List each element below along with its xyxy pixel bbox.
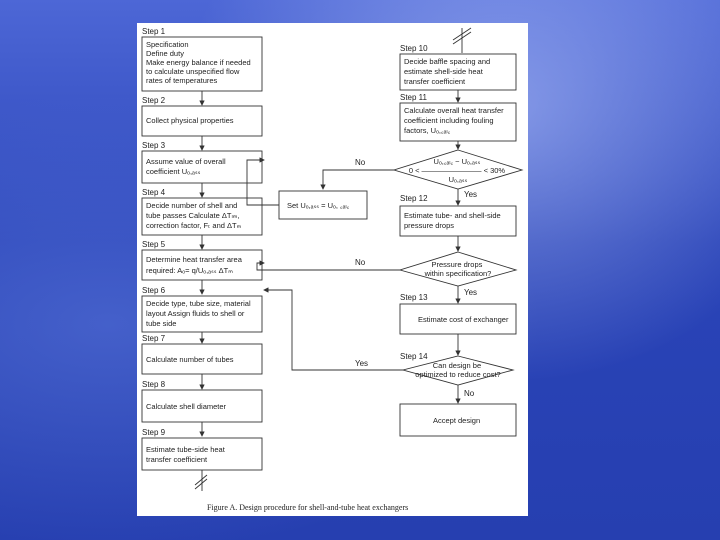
step-11-label: Step 11 — [400, 93, 428, 102]
flowchart: Step 1 Specification Define duty Make en… — [137, 23, 528, 516]
step-2-label: Step 2 — [142, 96, 166, 105]
edge-no-3: No — [464, 389, 475, 398]
step-3-label: Step 3 — [142, 141, 166, 150]
step-8-text: Calculate shell diameter — [146, 402, 227, 411]
step-4-label: Step 4 — [142, 188, 166, 197]
edge-yes-1: Yes — [464, 190, 477, 199]
figure-caption: Figure A. Design procedure for shell-and… — [207, 503, 408, 512]
decision-pressure-text: Pressure drops within specification? — [424, 260, 492, 278]
set-u-text: Set Uₒ,ₐₛₛ = Uₒ, ꜀ₐₗ꜀ — [287, 201, 350, 210]
step-14-label: Step 14 — [400, 352, 428, 361]
edge-yes-3: Yes — [355, 359, 368, 368]
step-5-label: Step 5 — [142, 240, 166, 249]
step-7-text: Calculate number of tubes — [146, 355, 234, 364]
figure-page: Step 1 Specification Define duty Make en… — [137, 23, 528, 516]
accept-design-text: Accept design — [433, 416, 480, 425]
step-10-label: Step 10 — [400, 44, 428, 53]
edge-no-2: No — [355, 258, 366, 267]
step-4-text: Decide number of shell and tube passes C… — [146, 201, 242, 230]
step-8-label: Step 8 — [142, 380, 166, 389]
step-9-box — [142, 438, 262, 470]
step-13-text: Estimate cost of exchanger — [418, 315, 509, 324]
step-1-label: Step 1 — [142, 27, 166, 36]
edge-yes-2: Yes — [464, 288, 477, 297]
step-7-label: Step 7 — [142, 334, 166, 343]
step-9-label: Step 9 — [142, 428, 166, 437]
step-12-label: Step 12 — [400, 194, 428, 203]
step-13-label: Step 13 — [400, 293, 428, 302]
step-2-text: Collect physical properties — [146, 116, 234, 125]
step-6-label: Step 6 — [142, 286, 166, 295]
edge-no-1: No — [355, 158, 366, 167]
